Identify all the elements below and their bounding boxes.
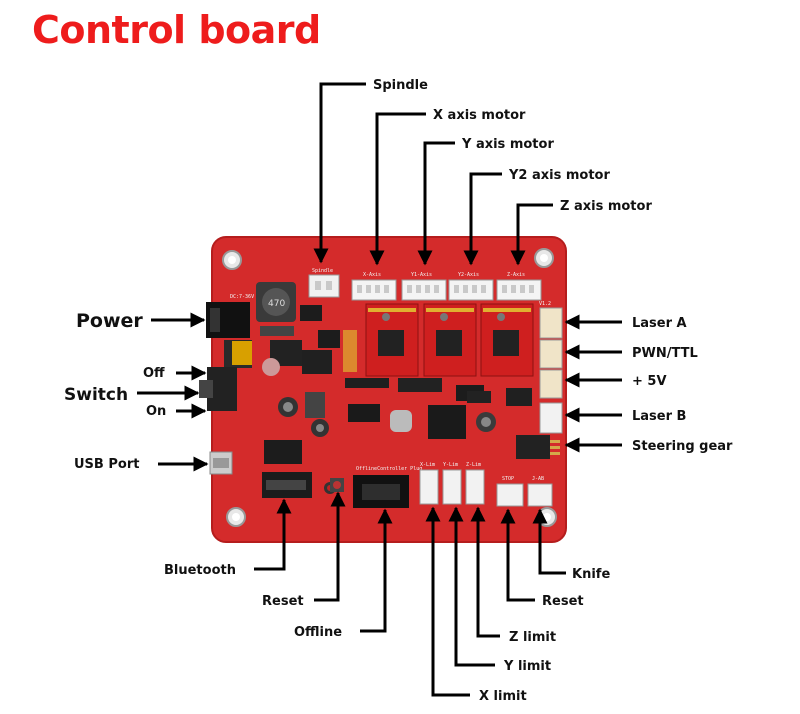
line-z-axis-motor [510, 203, 553, 266]
line-y-axis-motor [417, 141, 455, 266]
silk-stop: STOP [502, 476, 514, 482]
top-connectors: Spindle X-Axis Y1-Axis Y2-Axis Z-Axis V1… [308, 268, 551, 307]
laser-b-connector [539, 402, 563, 434]
line-reset-right [500, 508, 535, 602]
label-reset-left: Reset [262, 594, 304, 609]
label-offline: Offline [294, 625, 342, 640]
limit-connectors: X-Lim Y-Lim Z-Lim STOP J-AB [419, 462, 553, 507]
line-z-limit [470, 506, 500, 638]
line-y2-axis-motor [463, 172, 502, 266]
label-y2-axis-motor: Y2 axis motor [508, 168, 610, 183]
silk-z-lim: Z-Lim [466, 462, 481, 468]
silk-power-rating: DC:7-36V [230, 294, 254, 300]
power-section: DC:7-36V 470 [199, 282, 340, 411]
label-knife: Knife [572, 567, 610, 582]
callout-labels: Spindle X axis motor Y axis motor Y2 axi… [64, 78, 733, 704]
stepper-drivers [365, 303, 534, 377]
mcu [428, 405, 466, 439]
line-reset-left [314, 491, 346, 602]
silk-offline-plug: OfflineController Plug [356, 466, 422, 472]
label-z-limit: Z limit [509, 630, 556, 645]
label-spindle: Spindle [373, 78, 428, 93]
silk-x-lim: X-Lim [420, 462, 435, 468]
label-on: On [146, 404, 166, 419]
silk-y1-axis: Y1-Axis [411, 272, 432, 278]
plus-5v-connector [539, 369, 563, 399]
label-x-axis-motor: X axis motor [433, 108, 526, 123]
control-board: Spindle X-Axis Y1-Axis Y2-Axis Z-Axis V1… [199, 236, 567, 543]
label-bluetooth: Bluetooth [164, 563, 236, 578]
label-z-axis-motor: Z axis motor [560, 199, 652, 214]
label-pwn-ttl: PWN/TTL [632, 346, 698, 361]
ics [264, 378, 532, 464]
page-title: Control board [32, 8, 321, 52]
label-off: Off [143, 366, 165, 381]
line-knife [532, 508, 566, 575]
laser-a-connector [539, 307, 563, 339]
line-x-limit [425, 506, 470, 697]
right-connectors [467, 307, 563, 459]
label-plus-5v: + 5V [632, 374, 667, 389]
reset-buttons [330, 478, 344, 492]
callout-lines [137, 82, 622, 697]
label-x-limit: X limit [479, 689, 527, 704]
spindle-connector [308, 274, 340, 298]
label-y-limit: Y limit [503, 659, 551, 674]
silk-y-lim: Y-Lim [443, 462, 458, 468]
silk-version: V1.2 [539, 301, 551, 307]
offline-plug: OfflineController Plug [353, 466, 422, 508]
silk-j-ab: J-AB [532, 476, 544, 482]
silk-inductor: 470 [268, 299, 285, 309]
label-steering-gear: Steering gear [632, 439, 733, 454]
capacitors [278, 330, 496, 437]
silk-y2-axis: Y2-Axis [458, 272, 479, 278]
line-x-axis-motor [369, 112, 426, 266]
silk-x-axis: X-Axis [363, 272, 381, 278]
label-laser-b: Laser B [632, 409, 686, 424]
line-y-limit [448, 506, 495, 667]
silk-spindle: Spindle [312, 268, 333, 274]
label-switch: Switch [64, 385, 128, 405]
label-laser-a: Laser A [632, 316, 687, 331]
label-y-axis-motor: Y axis motor [461, 137, 554, 152]
line-offline [360, 508, 393, 633]
steering-gear-header [516, 435, 550, 459]
line-bluetooth [254, 498, 292, 571]
label-reset-right: Reset [542, 594, 584, 609]
pwn-ttl-connector [539, 339, 563, 369]
silk-z-axis: Z-Axis [507, 272, 525, 278]
line-spindle [313, 82, 366, 264]
label-power: Power [76, 310, 143, 332]
label-usb-port: USB Port [74, 457, 139, 472]
